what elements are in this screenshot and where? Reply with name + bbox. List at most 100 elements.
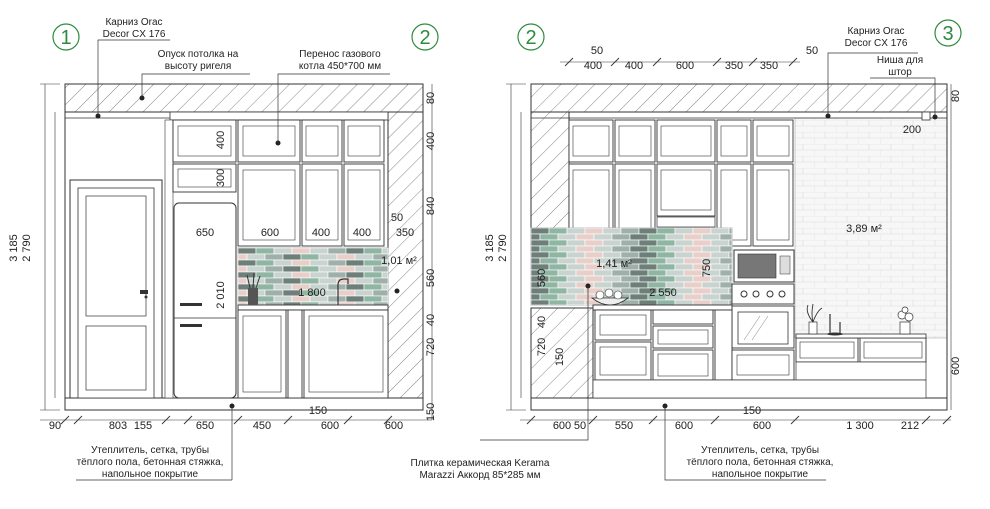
- dim-left-b-150: 150: [309, 405, 327, 417]
- area-left-backsplash: 1,01 м²: [381, 255, 417, 267]
- dim-right-b-150: 150: [743, 405, 761, 417]
- area-labels: 1,01 м² 1,41 м² 3,89 м²: [381, 223, 882, 270]
- left-ceiling-slab: [64, 83, 424, 113]
- dim-right-b-212: 212: [901, 420, 919, 432]
- oven: [731, 283, 795, 349]
- dim-left-apron-1800: 1 800: [298, 287, 326, 299]
- dim-left-w-400b: 400: [353, 227, 371, 239]
- dim-right-t-600: 600: [676, 60, 694, 72]
- right-countertop: [592, 304, 733, 311]
- dim-left-b-450: 450: [253, 420, 271, 432]
- dim-left-right-720: 720: [425, 338, 437, 356]
- faucet: [337, 278, 349, 305]
- dim-right-t-350b: 350: [760, 60, 778, 72]
- dim-left-upper-840: 840: [425, 197, 437, 215]
- badge-right-2: 2: [525, 27, 536, 49]
- right-elevation: [480, 52, 952, 481]
- dim-left-w-600: 600: [261, 227, 279, 239]
- right-base-cabinets: [592, 309, 927, 399]
- right-corner-column: [530, 307, 594, 399]
- right-floor-slab: [530, 397, 948, 411]
- dim-right-t-50a: 50: [591, 45, 603, 57]
- door: [69, 179, 163, 399]
- dim-right-l-720: 720: [536, 338, 548, 356]
- dim-left-right-40: 40: [425, 314, 437, 326]
- dim-right-t-400a: 400: [584, 60, 602, 72]
- dim-left-b-650: 650: [196, 420, 214, 432]
- dim-right-b-1300: 1 300: [846, 420, 874, 432]
- dim-left-upper-300: 300: [215, 169, 227, 187]
- right-wall-brick: [794, 117, 948, 339]
- dim-right-t-50b: 50: [806, 45, 818, 57]
- dim-left-n-50: 50: [391, 212, 403, 224]
- dim-left-b-600b: 600: [385, 420, 403, 432]
- ceiling-drop: [169, 111, 389, 121]
- view-badges: 1 2 2 3: [52, 19, 962, 51]
- dim-left-h-total: 3 185: [8, 234, 20, 262]
- flower-vase: [897, 306, 914, 335]
- area-right-wall: 3,89 м²: [846, 223, 882, 235]
- dim-right-l-150: 150: [554, 348, 566, 366]
- badge-right-3: 3: [942, 23, 953, 45]
- badge-left-1: 1: [60, 27, 71, 49]
- dim-right-t-350a: 350: [725, 60, 743, 72]
- dim-left-w-400a: 400: [312, 227, 330, 239]
- dim-left-b-803: 803: [109, 420, 127, 432]
- area-right-backsplash: 1,41 м²: [596, 258, 632, 270]
- dim-right-h-room: 2 790: [497, 234, 509, 262]
- dim-right-b-600a: 600: [675, 420, 693, 432]
- left-backsplash-tiles: [237, 247, 389, 306]
- dim-right-top-80: 80: [950, 90, 962, 102]
- microwave: [733, 249, 795, 283]
- right-dimensions: 3 185 2 790 50 400 400 600 350 350 50 80…: [484, 45, 962, 432]
- badge-left-2: 2: [419, 27, 430, 49]
- dim-left-w-650: 650: [196, 227, 214, 239]
- dim-right-l-40: 40: [536, 316, 548, 328]
- dim-right-b-550: 550: [615, 420, 633, 432]
- left-countertop: [237, 304, 389, 311]
- dim-right-b-50: 50: [574, 420, 586, 432]
- left-dimensions: 3 185 2 790 2 010 80 400 300 400 840 650…: [8, 92, 437, 432]
- left-floor-slab: [64, 397, 424, 411]
- utensil-holder: [246, 272, 261, 305]
- candles-decor: [827, 314, 843, 336]
- dim-left-h-room: 2 790: [21, 234, 33, 262]
- fridge: [173, 202, 237, 399]
- right-ceiling-slab: [530, 83, 948, 113]
- fruit-bowl: [590, 288, 630, 306]
- dim-left-b-155: 155: [134, 420, 152, 432]
- dim-left-right-560: 560: [425, 269, 437, 287]
- dim-right-l-560: 560: [536, 269, 548, 287]
- dim-left-w-350: 350: [396, 227, 414, 239]
- dim-fridge-h: 2 010: [215, 281, 227, 309]
- dim-right-apron-2550: 2 550: [649, 287, 677, 299]
- dim-right-h-750: 750: [701, 259, 713, 277]
- dim-right-h-total: 3 185: [484, 234, 496, 262]
- left-base-cabinets: [237, 309, 389, 399]
- dim-left-bottom-150v: 150: [425, 403, 437, 421]
- left-upper-cabinets: [172, 119, 385, 247]
- dim-left-b-600a: 600: [321, 420, 339, 432]
- dim-left-b-90: 90: [49, 420, 61, 432]
- curtain-niche: [921, 111, 931, 121]
- dim-right-niche-200: 200: [903, 124, 921, 136]
- left-apron-marker: [394, 288, 400, 294]
- right-upper-cabinets: [568, 119, 794, 247]
- dim-right-t-400b: 400: [625, 60, 643, 72]
- dim-left-top-80: 80: [425, 92, 437, 104]
- right-backsplash-tiles: [530, 227, 733, 306]
- dim-right-b-600b: 600: [753, 420, 771, 432]
- plant-decor: [806, 303, 823, 335]
- left-elevation: [40, 39, 433, 481]
